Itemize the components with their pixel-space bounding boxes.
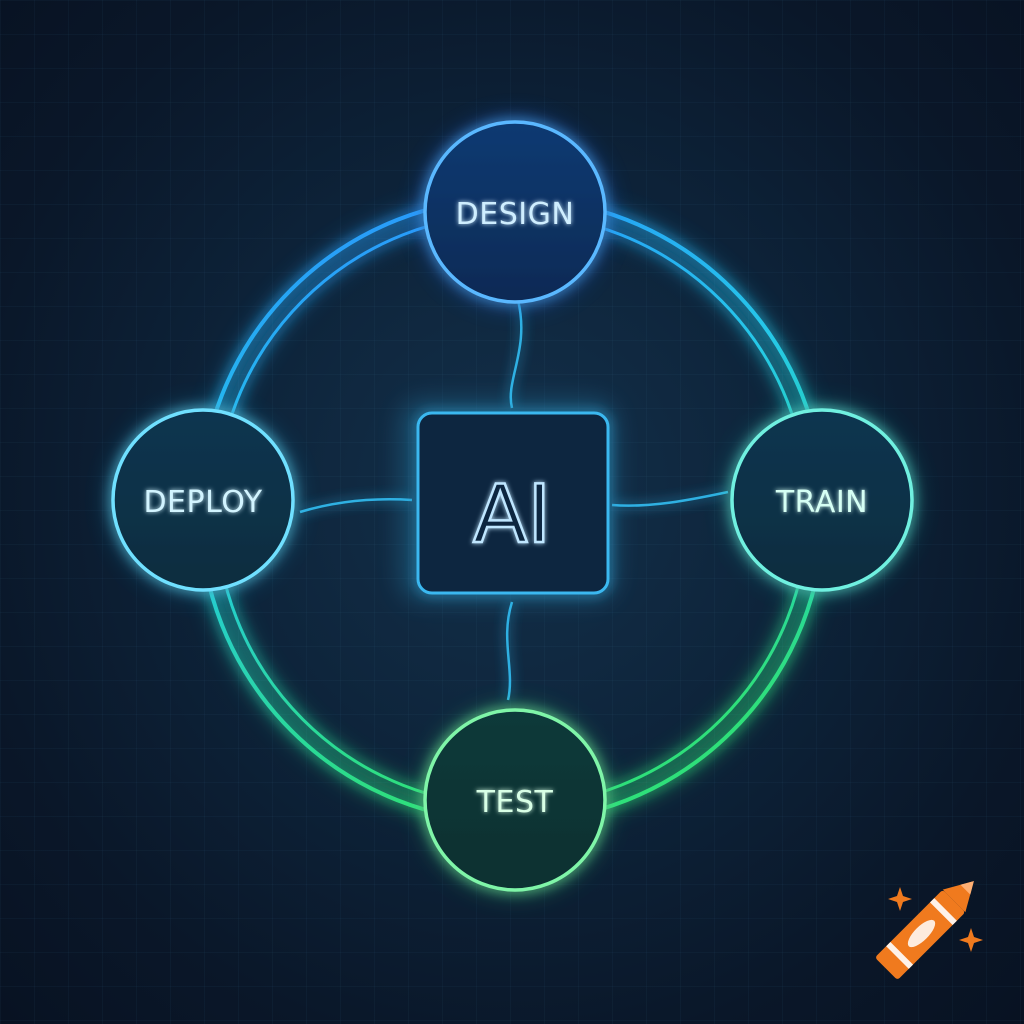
node-test-label: TEST	[476, 785, 554, 820]
connector-to-test	[505, 601, 514, 701]
node-design[interactable]: DESIGN	[420, 117, 610, 307]
center-ai-box: AI	[401, 401, 615, 600]
connector-to-train	[611, 490, 729, 507]
node-test[interactable]: TEST	[420, 705, 610, 895]
node-deploy-label: DEPLOY	[143, 485, 262, 520]
node-deploy[interactable]: DEPLOY	[108, 405, 298, 595]
crayon-icon	[876, 881, 974, 979]
node-train-label: TRAIN	[775, 485, 868, 520]
node-train[interactable]: TRAIN	[727, 405, 917, 595]
connector-to-deploy	[299, 498, 413, 514]
connector-to-design	[509, 299, 523, 409]
node-design-label: DESIGN	[456, 197, 575, 232]
center-label: AI	[473, 468, 551, 561]
sparkle-icon	[888, 887, 983, 952]
